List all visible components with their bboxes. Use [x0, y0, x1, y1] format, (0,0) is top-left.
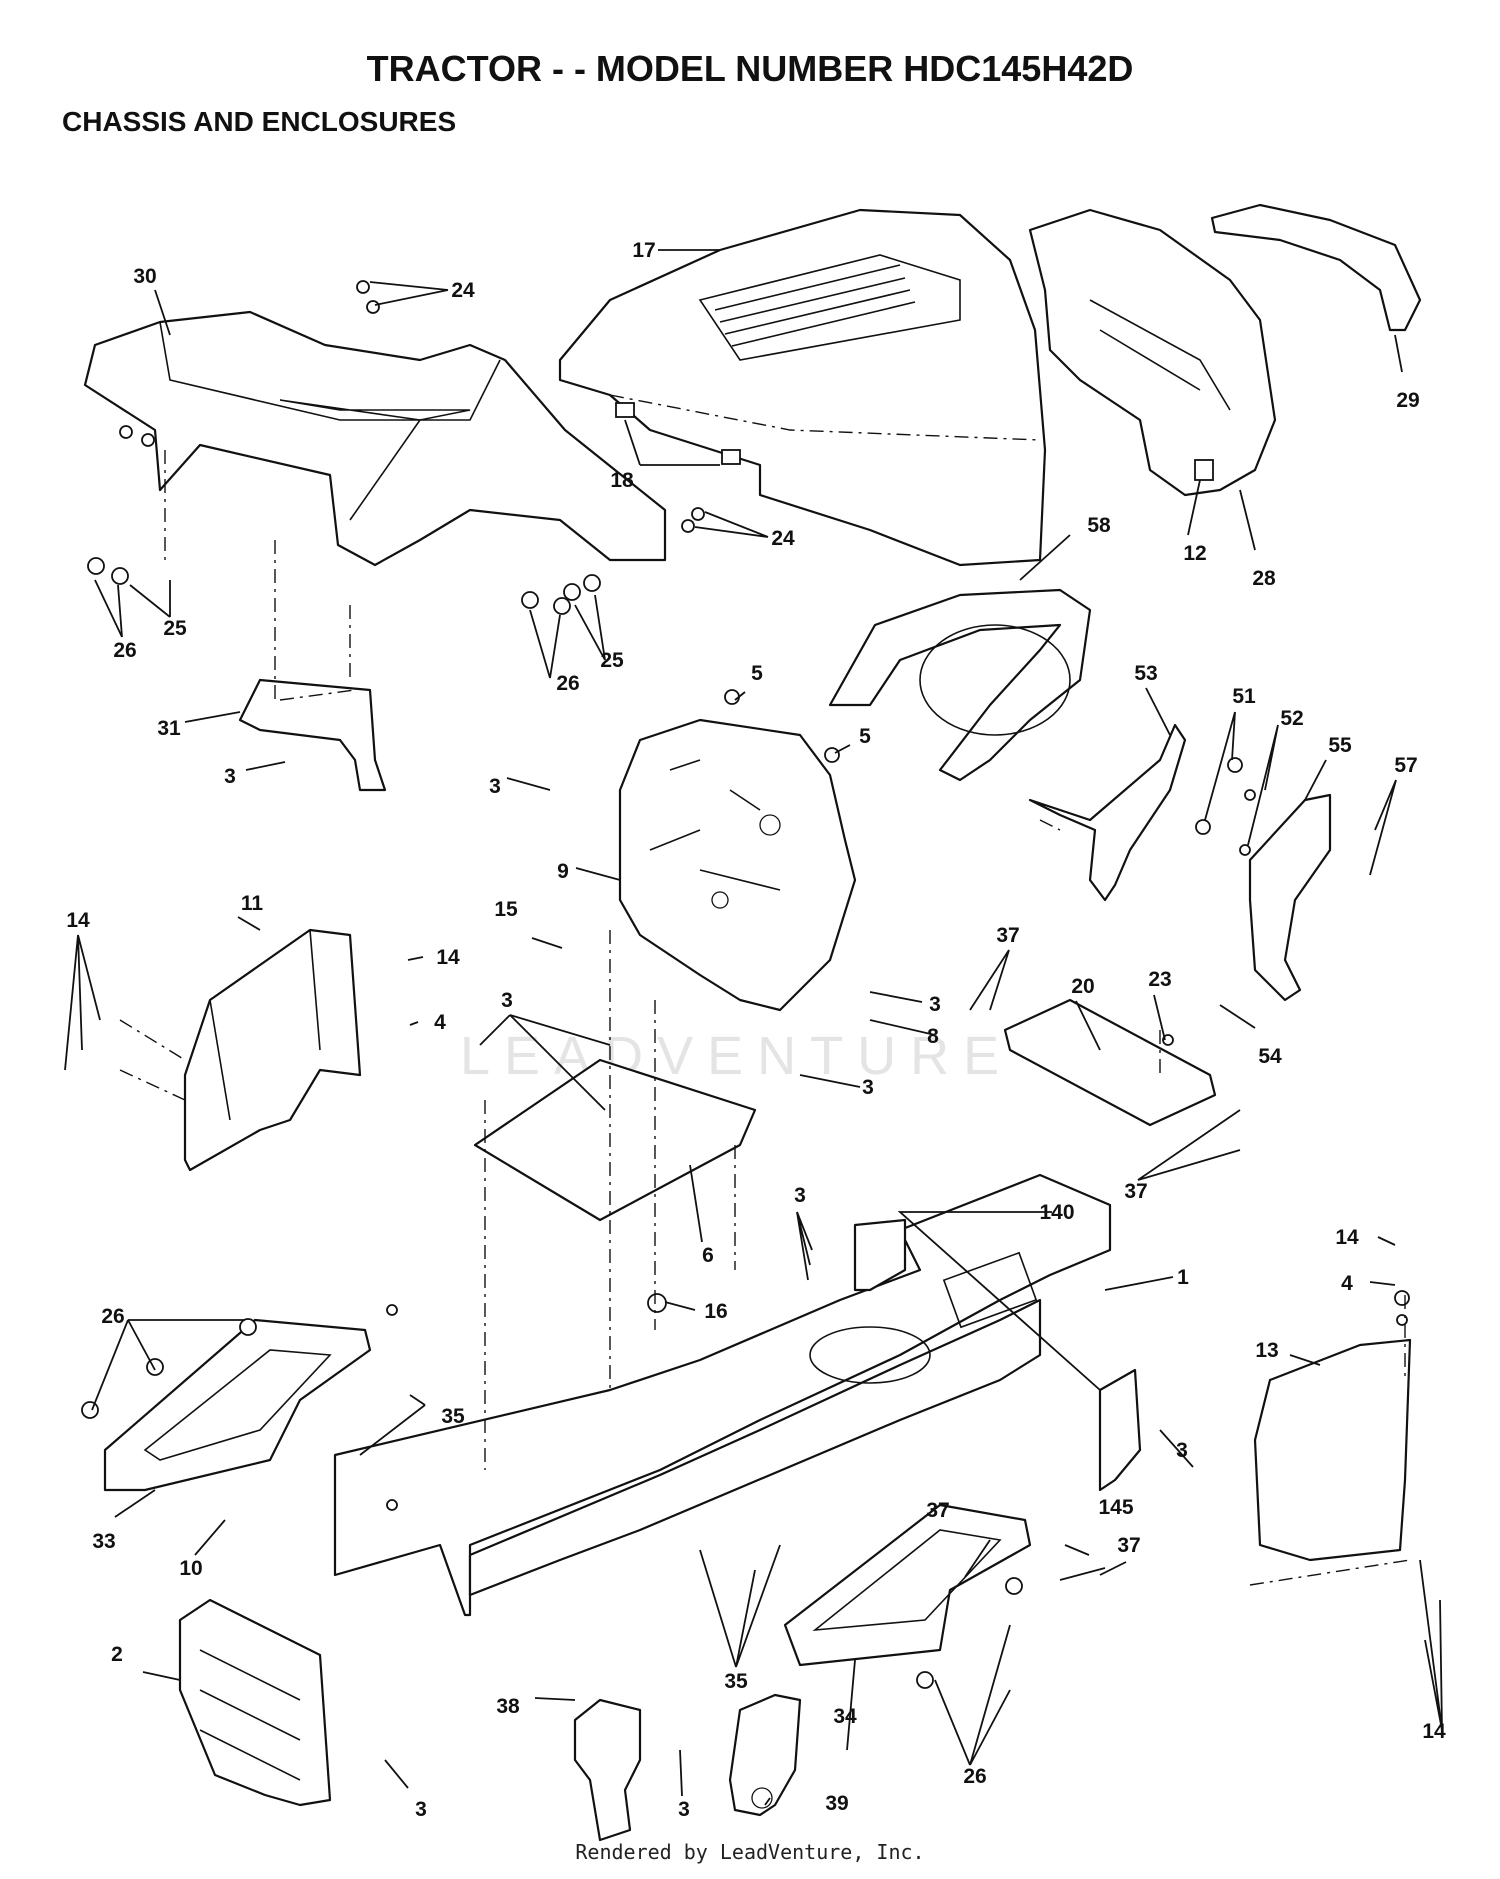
callout-28: 28	[1252, 567, 1276, 590]
side-panel-detail	[209, 929, 321, 1121]
callout-10: 10	[179, 1557, 202, 1580]
callout-52: 52	[1280, 707, 1303, 730]
callout-3: 3	[489, 775, 501, 798]
callout-26: 26	[556, 672, 579, 695]
callout-54: 54	[1258, 1045, 1282, 1068]
side-panel-part-11	[183, 928, 362, 1172]
callout-3: 3	[794, 1184, 806, 1207]
callout-37: 37	[1117, 1534, 1140, 1557]
callout-18: 18	[610, 469, 634, 492]
callout-20: 20	[1071, 975, 1094, 998]
footrest-part-34	[783, 1503, 1032, 1667]
rear-panel-slots	[199, 1649, 301, 1781]
callout-51: 51	[1232, 685, 1256, 708]
callout-23: 23	[1148, 968, 1171, 991]
callout-53: 53	[1134, 662, 1157, 685]
render-credit: Rendered by LeadVenture, Inc.	[575, 1840, 925, 1864]
fasteners	[81, 280, 1410, 1689]
callout-17: 17	[632, 239, 655, 262]
callout-24: 24	[451, 279, 475, 302]
footrest-part-33	[103, 1318, 372, 1492]
side-panel-part-13	[1253, 1338, 1412, 1562]
callout-29: 29	[1396, 389, 1419, 412]
bracket-part-38	[573, 1698, 642, 1842]
callout-25: 25	[600, 649, 624, 672]
callout-6: 6	[702, 1244, 714, 1267]
hood-part-17	[558, 208, 1047, 567]
bracket-part-140a	[853, 1218, 907, 1292]
leader-lines	[64, 249, 1443, 1806]
callout-30: 30	[133, 265, 156, 288]
callout-26: 26	[101, 1305, 124, 1328]
callout-37: 37	[996, 924, 1019, 947]
shroud-part-58	[828, 588, 1092, 782]
bracket-part-39	[728, 1693, 802, 1817]
grille-part-28	[1028, 208, 1277, 497]
callout-3: 3	[929, 993, 941, 1016]
callout-14: 14	[436, 946, 460, 969]
callout-145: 145	[1098, 1496, 1133, 1519]
dash-panel-part-9	[618, 718, 857, 1012]
callout-35: 35	[724, 1670, 748, 1693]
callout-38: 38	[496, 1695, 520, 1718]
callout-3: 3	[862, 1076, 874, 1099]
callout-2: 2	[111, 1643, 123, 1666]
callout-16: 16	[704, 1300, 727, 1323]
callout-4: 4	[1341, 1272, 1353, 1295]
nose-cone-part-29	[1210, 203, 1422, 332]
callout-11: 11	[241, 892, 264, 915]
callout-12: 12	[1183, 542, 1206, 565]
diagram-title: TRACTOR - - MODEL NUMBER HDC145H42D	[366, 48, 1134, 89]
bracket-part-55	[1248, 793, 1332, 1002]
callout-1: 1	[1177, 1266, 1189, 1289]
callout-3: 3	[224, 765, 236, 788]
callout-26: 26	[963, 1765, 986, 1788]
callout-37: 37	[1124, 1180, 1147, 1203]
callout-14: 14	[66, 909, 90, 932]
callout-31: 31	[157, 717, 181, 740]
callout-35: 35	[441, 1405, 465, 1428]
main-frame-part-1	[333, 1173, 1112, 1617]
bracket-part-31	[238, 678, 387, 792]
callout-26: 26	[113, 639, 136, 662]
callout-8: 8	[927, 1025, 939, 1048]
callout-37: 37	[926, 1499, 949, 1522]
alignment-lines	[119, 450, 1411, 1586]
clip-part-12	[1194, 459, 1214, 481]
footrest-34-inner	[812, 1529, 1002, 1632]
callout-14: 14	[1422, 1720, 1446, 1743]
callout-57: 57	[1394, 754, 1417, 777]
bracket-part-140b	[1098, 1368, 1142, 1492]
rear-panel-part-2	[178, 1598, 332, 1807]
footrest-33-inner	[143, 1349, 332, 1461]
callout-4: 4	[434, 1011, 446, 1034]
callout-3: 3	[1176, 1439, 1188, 1462]
callout-15: 15	[494, 898, 518, 921]
callout-5: 5	[859, 725, 871, 748]
callout-3: 3	[415, 1798, 427, 1821]
callout-55: 55	[1328, 734, 1352, 757]
fender-part-30	[83, 310, 667, 567]
callout-5: 5	[751, 662, 763, 685]
callout-25: 25	[163, 617, 187, 640]
callout-3: 3	[501, 989, 513, 1012]
callout-39: 39	[825, 1792, 848, 1815]
callout-24: 24	[771, 527, 795, 550]
callout-14: 14	[1335, 1226, 1359, 1249]
callout-9: 9	[557, 860, 569, 883]
callout-13: 13	[1255, 1339, 1278, 1362]
callout-3: 3	[678, 1798, 690, 1821]
callout-140: 140	[1039, 1201, 1074, 1224]
bracket-part-53	[1028, 723, 1187, 902]
plate-part-6	[473, 1058, 757, 1222]
callout-34: 34	[833, 1705, 857, 1728]
diagram-subtitle: CHASSIS AND ENCLOSURES	[62, 106, 457, 137]
callout-33: 33	[92, 1530, 115, 1553]
callout-58: 58	[1087, 514, 1111, 537]
callout-labels: 30 24 24 25 26 25 26 31 3 17 18 12 28 29…	[66, 239, 1446, 1821]
mount-part-20	[1003, 998, 1217, 1127]
